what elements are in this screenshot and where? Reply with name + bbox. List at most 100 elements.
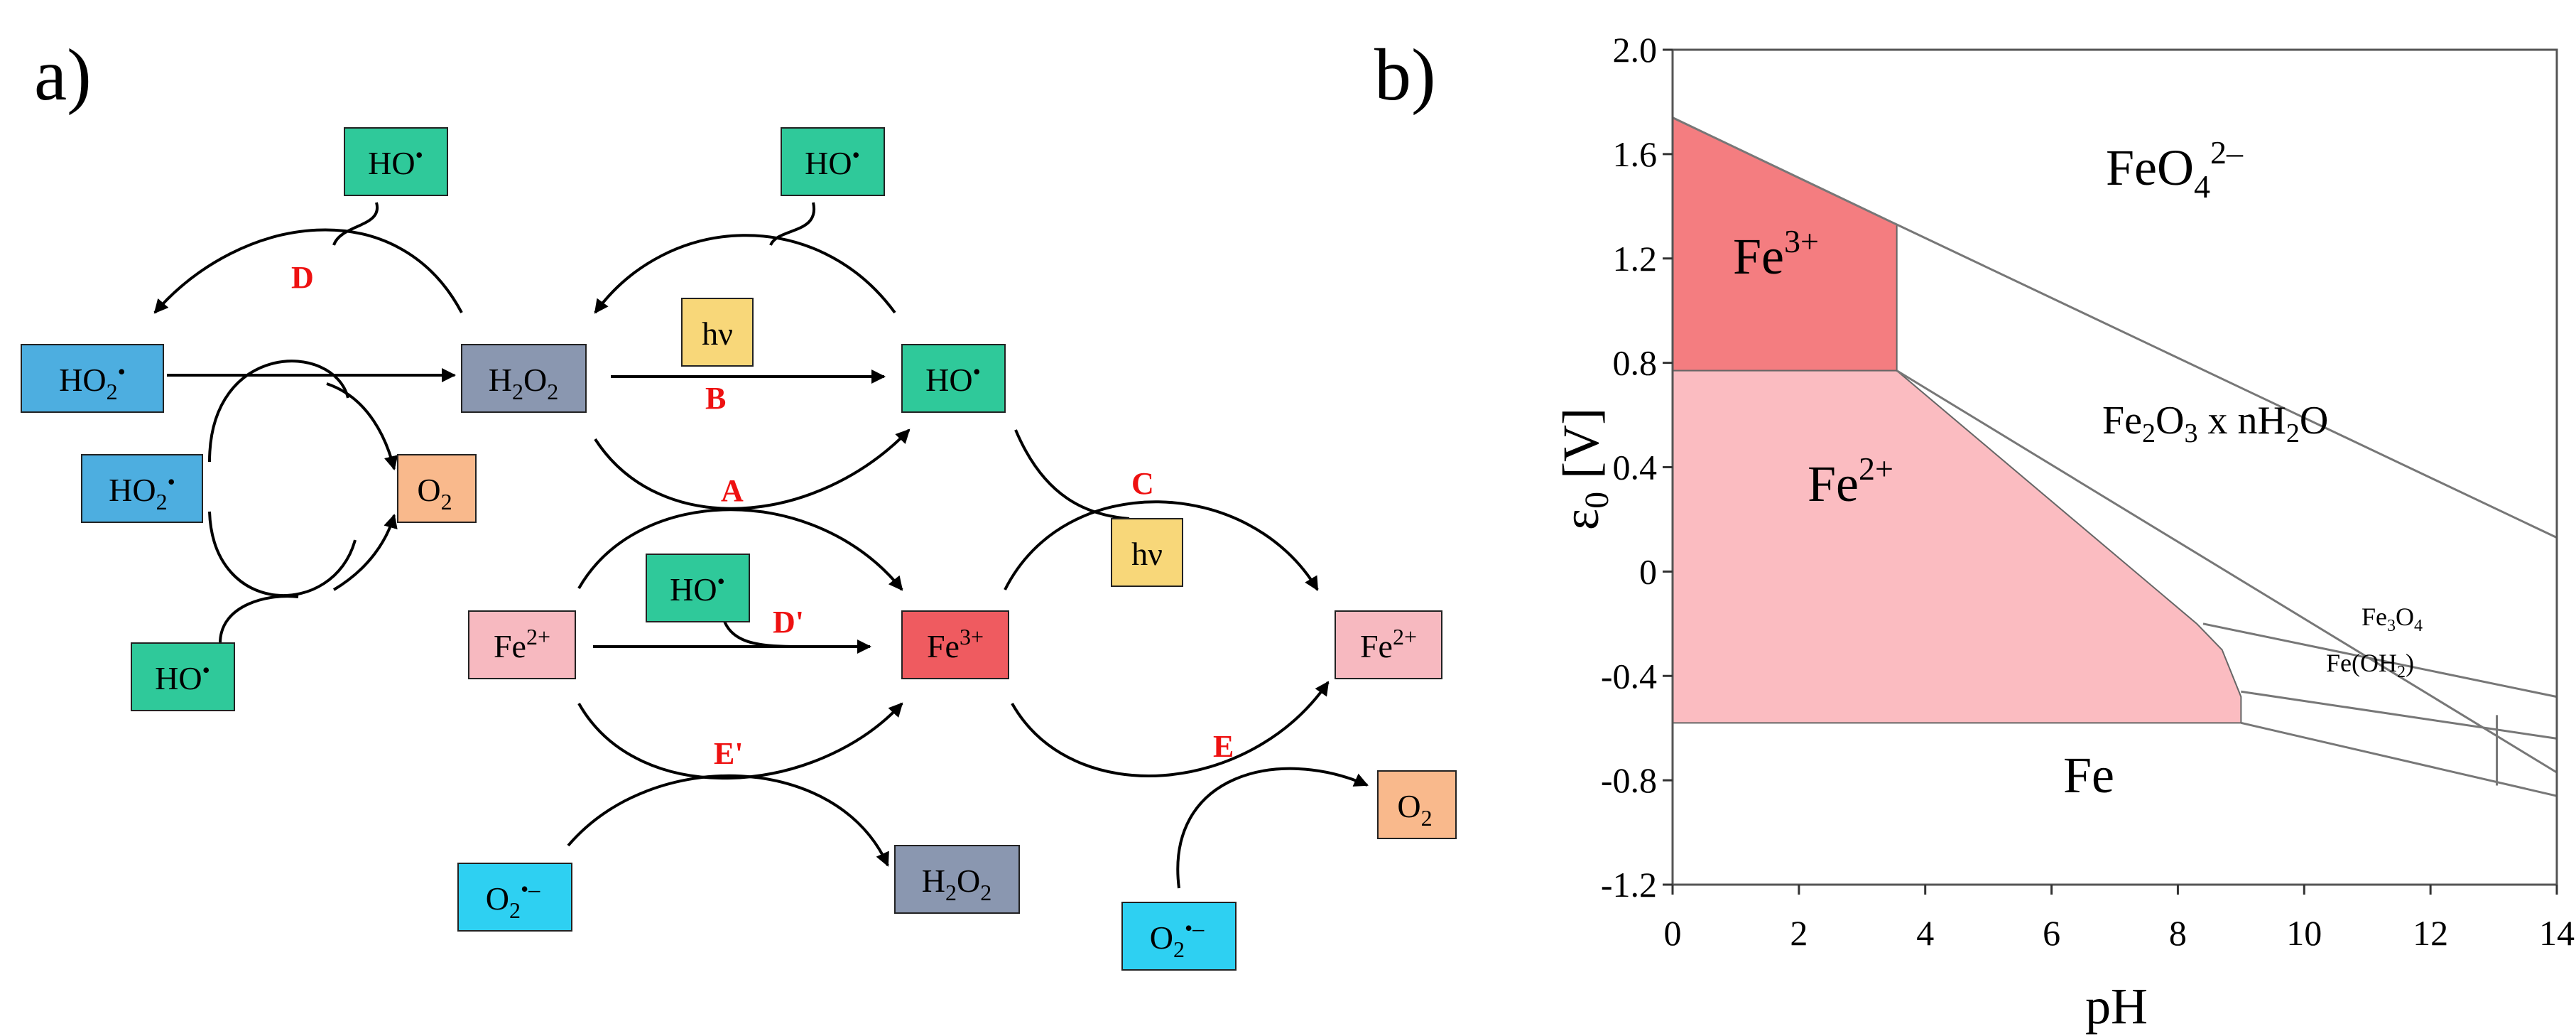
node-superoxide-right: O2•– [1121, 902, 1237, 971]
node-Fe2-left: Fe2+ [468, 610, 576, 679]
x-tick-label: 12 [2413, 913, 2448, 953]
x-tick-label: 8 [2169, 913, 2187, 953]
node-HO2-middle: HO2• [81, 454, 203, 523]
svg-text:HO•: HO• [925, 359, 981, 398]
arrow-E-prime-upper [577, 702, 903, 780]
svg-text:HO•: HO• [368, 142, 423, 181]
label-E-prime: E' [714, 736, 744, 771]
arrow-D [153, 228, 463, 314]
y-tick-label: 1.2 [1613, 239, 1658, 279]
node-H2O2-bottom: H2O2 [894, 845, 1020, 914]
svg-text:HO•: HO• [670, 568, 725, 608]
label-D: D [291, 260, 314, 295]
arrow-B-return [594, 234, 896, 314]
svg-text:Fe2+: Fe2+ [494, 624, 550, 664]
x-tick-label: 4 [1916, 913, 1934, 953]
pourbaix-chart: 0 2 4 6 8 10 12 14 2.0 1.6 1.2 0.8 0.4 0 -0.4 -0.8 -1.2… [1553, 30, 2575, 1035]
svg-text:hν: hν [702, 315, 733, 352]
node-O2-right: O2 [1377, 770, 1457, 839]
svg-text:O2•–: O2•– [486, 876, 540, 923]
arrow-HO-lower-in [219, 595, 299, 644]
chart-boundary-lines [1672, 117, 2558, 797]
x-tick-label: 14 [2539, 913, 2575, 953]
node-hv-lower: hν [1111, 518, 1183, 587]
region-label-Fe2: Fe2+ [1808, 450, 1893, 512]
region-label-Fe2O3: Fe2O3 x nH2O [2102, 399, 2328, 448]
svg-text:HO2•: HO2• [59, 359, 126, 404]
arrow-E-to-O2 [1176, 767, 1369, 889]
arrow-E-prime-lower [567, 774, 889, 867]
svg-text:HO•: HO• [155, 657, 210, 696]
label-D-prime: D' [773, 605, 804, 640]
boundary-line-3 [2202, 622, 2558, 698]
arrow-A-upper [594, 428, 911, 510]
node-HO-top-left: HO• [344, 127, 448, 196]
node-HO-right-middle: HO• [901, 344, 1006, 413]
region-label-FeO4: FeO42– [2106, 134, 2244, 205]
reaction-arrows [153, 202, 1369, 889]
node-Fe2-right: Fe2+ [1335, 610, 1442, 679]
svg-text:Fe3+: Fe3+ [927, 624, 984, 664]
y-tick-label: -1.2 [1601, 865, 1657, 905]
arrow-B-source [769, 202, 816, 246]
arrow-C-in [1014, 429, 1130, 520]
y-tick-label: 0 [1639, 551, 1657, 591]
panel-label-b: b) [1374, 34, 1436, 116]
panel-label-a: a) [34, 34, 92, 116]
label-E: E [1213, 729, 1234, 764]
svg-text:H2O2: H2O2 [922, 863, 991, 905]
node-H2O2-top: H2O2 [461, 344, 587, 413]
species-boxes: HO• HO• HO2• HO2• HO• O2 H2O2 [21, 127, 1457, 971]
arrow-A-lower [577, 508, 903, 591]
arrow-labels: D B A D' E' C E [291, 260, 1234, 771]
svg-text:HO•: HO• [805, 142, 860, 181]
x-tick-label: 10 [2286, 913, 2322, 953]
label-C: C [1131, 466, 1154, 501]
y-tick-label: 2.0 [1613, 30, 1658, 70]
svg-text:H2O2: H2O2 [489, 362, 558, 404]
boundary-line-0 [1672, 117, 1898, 226]
arrow-to-O2 [326, 382, 398, 470]
node-HO-top-middle: HO• [781, 127, 885, 196]
region-label-FeOH2: Fe(OH2) [2326, 649, 2414, 681]
svg-text:O2•–: O2•– [1150, 915, 1205, 962]
x-tick-label: 0 [1664, 913, 1682, 953]
region-label-Fe: Fe [2063, 747, 2114, 804]
arrow-C [1004, 500, 1319, 591]
svg-text:hν: hν [1131, 536, 1163, 572]
y-tick-label: 0.4 [1613, 448, 1658, 487]
chart-regions [1672, 116, 2242, 724]
y-axis-title: ε0 [V] [1553, 408, 1616, 530]
label-B: B [705, 381, 726, 416]
svg-text:O2: O2 [1397, 788, 1432, 831]
label-A: A [721, 473, 744, 508]
arrow-to-O2-lower [332, 514, 398, 591]
x-axis-ticks: 0 2 4 6 8 10 12 14 [1664, 885, 2575, 953]
svg-text:HO2•: HO2• [109, 469, 175, 514]
node-HO2-top: HO2• [21, 344, 164, 413]
svg-text:Fe2+: Fe2+ [1360, 624, 1417, 664]
y-tick-label: -0.4 [1601, 656, 1657, 696]
x-tick-label: 6 [2043, 913, 2060, 953]
region-Fe2 [1672, 369, 2242, 724]
arrow-dismutation-upper [208, 360, 349, 463]
arrow-dismutation-lower [208, 511, 357, 597]
boundary-line-5 [2241, 721, 2558, 797]
y-tick-label: 1.6 [1613, 134, 1658, 174]
node-O2-left: O2 [397, 454, 477, 523]
boundary-line-1 [1896, 223, 2558, 539]
node-superoxide-left: O2•– [457, 863, 572, 932]
boundary-line-2 [1896, 369, 2558, 774]
arrow-E [1011, 681, 1330, 777]
y-axis-ticks: 2.0 1.6 1.2 0.8 0.4 0 -0.4 -0.8 -1.2 [1601, 30, 1673, 905]
region-label-Fe3O4: Fe3O4 [2362, 603, 2423, 635]
node-Fe3: Fe3+ [901, 610, 1009, 679]
x-axis-title: pH [2085, 978, 2148, 1035]
node-hv-upper: hν [681, 298, 754, 367]
region-label-Fe3: Fe3+ [1733, 223, 1819, 285]
x-tick-label: 2 [1790, 913, 1808, 953]
y-tick-label: 0.8 [1613, 343, 1658, 383]
y-tick-label: -0.8 [1601, 760, 1657, 800]
node-HO-center: HO• [646, 554, 750, 622]
